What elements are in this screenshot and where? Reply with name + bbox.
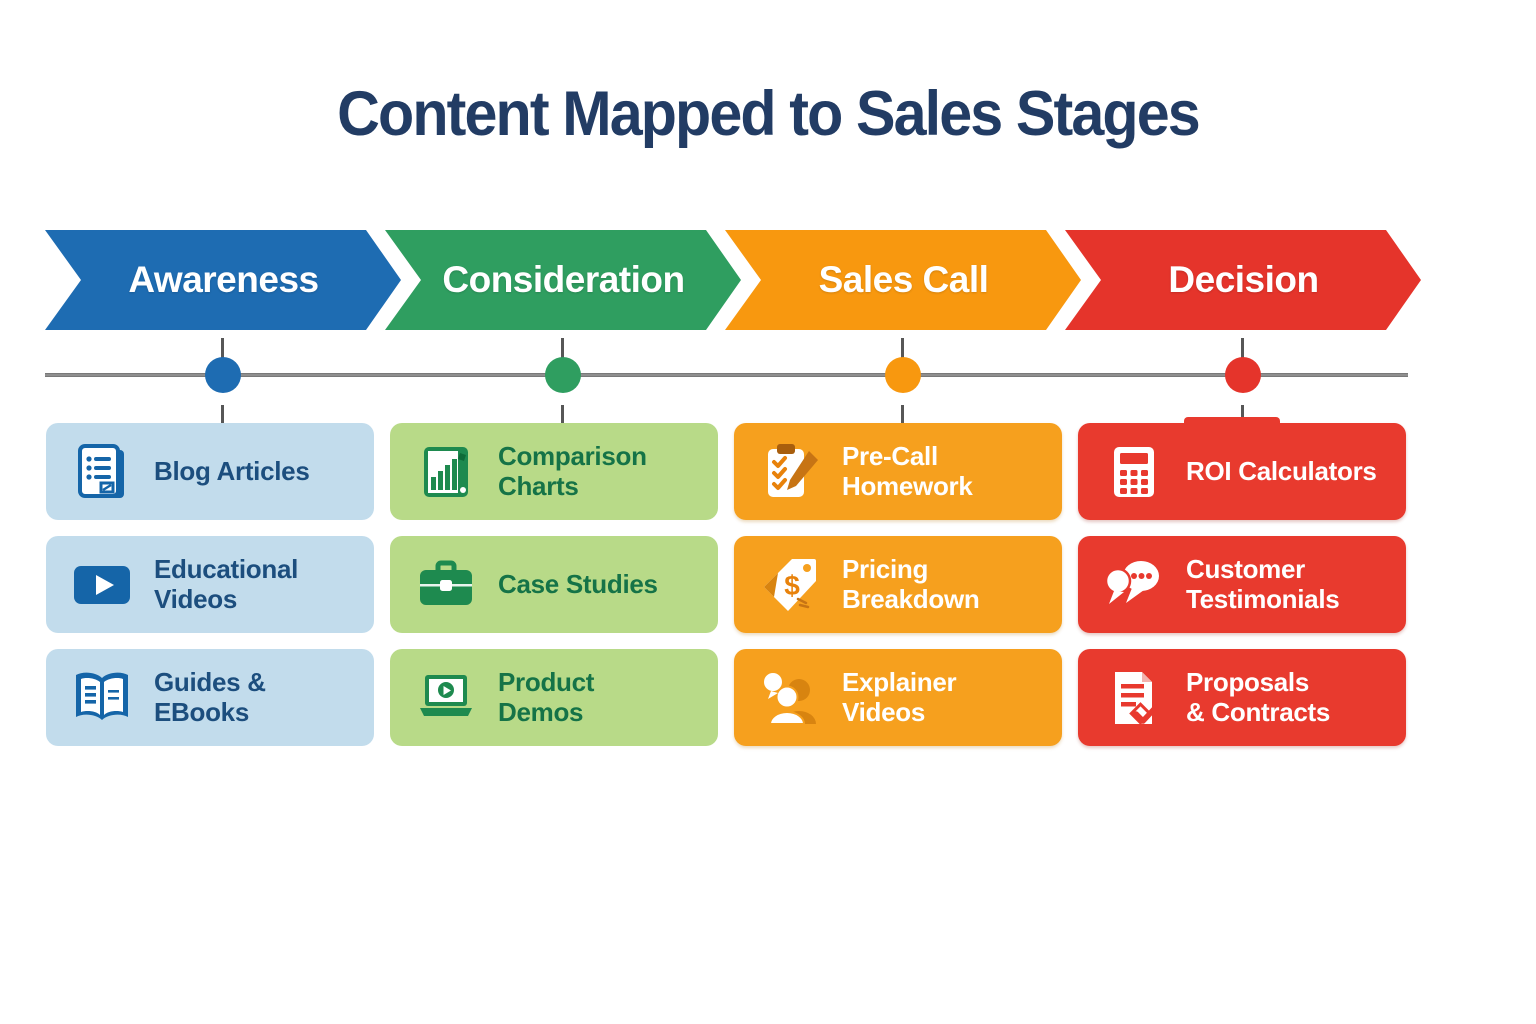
timeline-tick (561, 405, 564, 423)
card-explainer-videos: Explainer Videos (734, 649, 1062, 746)
timeline-tick (221, 405, 224, 423)
people-speech-icon (758, 666, 822, 730)
chevron-arrow-icon (45, 230, 401, 330)
timeline-tick (1241, 338, 1244, 358)
card-pricing-breakdown: $ Pricing Breakdown (734, 536, 1062, 633)
card-label: Product Demos (498, 667, 595, 727)
card-label: Customer Testimonials (1186, 554, 1340, 614)
card-blog-articles: Blog Articles (46, 423, 374, 520)
chevron-arrow-icon (725, 230, 1081, 330)
card-product-demos: Product Demos (390, 649, 718, 746)
timeline-line (45, 373, 1408, 377)
timeline-dot-consideration (545, 357, 581, 393)
column-sales-call: Pre-Call Homework $ Pricing Breakdown (734, 423, 1062, 753)
card-label: Comparison Charts (498, 441, 647, 501)
card-label: Pre-Call Homework (842, 441, 973, 501)
stage-label: Awareness (128, 259, 319, 300)
stage-label: Decision (1168, 259, 1319, 300)
card-tab (1184, 417, 1280, 429)
open-book-icon (70, 666, 134, 730)
stage-label: Consideration (442, 259, 685, 300)
card-comparison-charts: Comparison Charts (390, 423, 718, 520)
stage-label: Sales Call (818, 259, 989, 300)
timeline-tick (1241, 405, 1244, 423)
clipboard-checklist-icon (758, 440, 822, 504)
calculator-icon (1102, 440, 1166, 504)
timeline-dot-awareness (205, 357, 241, 393)
stage-banner-awareness: Awareness (45, 230, 401, 330)
column-awareness: Blog Articles Educational Videos (46, 423, 374, 753)
svg-text:$: $ (784, 570, 800, 601)
card-roi-calculators: ROI Calculators (1078, 417, 1406, 520)
card-label: Proposals & Contracts (1186, 667, 1331, 727)
card-label: Pricing Breakdown (842, 554, 980, 614)
chat-bubbles-icon (1102, 553, 1166, 617)
document-check-icon (1102, 666, 1166, 730)
card-customer-testimonials: Customer Testimonials (1078, 536, 1406, 633)
stage-banner-sales-call: Sales Call (725, 230, 1081, 330)
column-consideration: Comparison Charts Case Studies (390, 423, 718, 753)
card-guides-ebooks: Guides & EBooks (46, 649, 374, 746)
card-pre-call-homework: Pre-Call Homework (734, 423, 1062, 520)
stage-banner-consideration: Consideration (385, 230, 741, 330)
timeline-dot-decision (1225, 357, 1261, 393)
chevron-arrow-icon (1065, 230, 1421, 330)
column-decision: ROI Calculators Customer Testimonials (1078, 417, 1406, 753)
document-list-icon (70, 440, 134, 504)
card-proposals-contracts: Proposals & Contracts (1078, 649, 1406, 746)
card-label: Blog Articles (154, 455, 310, 486)
stage-banner-decision: Decision (1065, 230, 1421, 330)
card-label: Educational Videos (154, 554, 299, 614)
card-label: Guides & EBooks (154, 667, 266, 727)
card-case-studies: Case Studies (390, 536, 718, 633)
timeline-tick (561, 338, 564, 358)
timeline-dot-sales-call (885, 357, 921, 393)
timeline-tick (901, 338, 904, 358)
chevron-arrow-icon (385, 230, 741, 330)
timeline-tick (221, 338, 224, 358)
laptop-play-icon (414, 666, 478, 730)
card-label: Explainer Videos (842, 667, 957, 727)
price-tag-icon: $ (758, 553, 822, 617)
card-label: Case Studies (498, 568, 658, 599)
bar-chart-icon (414, 440, 478, 504)
briefcase-icon (414, 553, 478, 617)
card-label: ROI Calculators (1186, 455, 1377, 486)
page-title: Content Mapped to Sales Stages (337, 79, 1201, 149)
timeline-tick (901, 405, 904, 423)
video-play-icon (70, 553, 134, 617)
card-educational-videos: Educational Videos (46, 536, 374, 633)
